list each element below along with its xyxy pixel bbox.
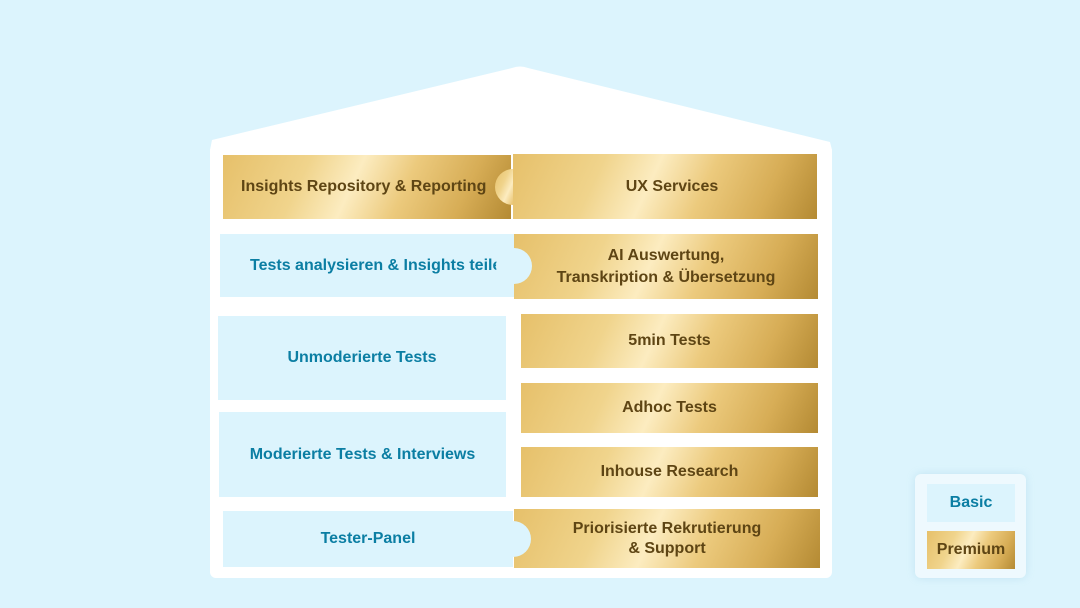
priorisierte-rekrutierung-block: Priorisierte Rekrutierung & Support (514, 509, 820, 568)
ux-services-notch (493, 169, 513, 205)
ux-services-block: UX Services (513, 154, 817, 219)
inhouse-research-label: Inhouse Research (600, 463, 739, 480)
ai-auswertung-block: AI Auswertung, Transkription & Übersetzu… (514, 234, 818, 299)
ai-auswertung-label-line2: Transkription & Übersetzung (556, 268, 776, 286)
five-min-tests-block: 5min Tests (521, 314, 818, 368)
legend: Basic Premium (915, 474, 1026, 578)
moderierte-tests-block: Moderierte Tests & Interviews (219, 412, 506, 497)
moderierte-tests-label: Moderierte Tests & Interviews (249, 445, 476, 463)
tester-panel-block: Tester-Panel (223, 511, 513, 567)
unmoderierte-tests-label: Unmoderierte Tests (287, 349, 437, 366)
ai-auswertung-label-line1: AI Auswertung, (607, 246, 725, 264)
inhouse-research-block: Inhouse Research (521, 447, 818, 497)
legend-basic-label: Basic (949, 494, 993, 511)
tester-panel-connector (495, 521, 531, 557)
priorisierte-rekrutierung-label-line2: & Support (628, 539, 706, 557)
unmoderierte-tests-block: Unmoderierte Tests (218, 316, 506, 400)
tests-analysieren-label: Tests analysieren & Insights teilen (250, 256, 512, 274)
insights-repository-label: Insights Repository & Reporting (241, 178, 487, 195)
insights-repository-block: Insights Repository & Reporting (223, 155, 511, 219)
adhoc-tests-block: Adhoc Tests (521, 383, 818, 433)
legend-premium: Premium (927, 531, 1015, 569)
five-min-tests-label: 5min Tests (628, 332, 711, 349)
ux-services-label: UX Services (625, 177, 719, 195)
tests-analysieren-connector (496, 248, 532, 284)
legend-basic: Basic (927, 484, 1015, 522)
legend-premium-label: Premium (936, 541, 1006, 558)
tests-analysieren-block: Tests analysieren & Insights teilen (220, 234, 514, 297)
adhoc-tests-label: Adhoc Tests (622, 399, 717, 416)
priorisierte-rekrutierung-label-line1: Priorisierte Rekrutierung (572, 519, 762, 537)
tester-panel-label: Tester-Panel (320, 530, 416, 547)
